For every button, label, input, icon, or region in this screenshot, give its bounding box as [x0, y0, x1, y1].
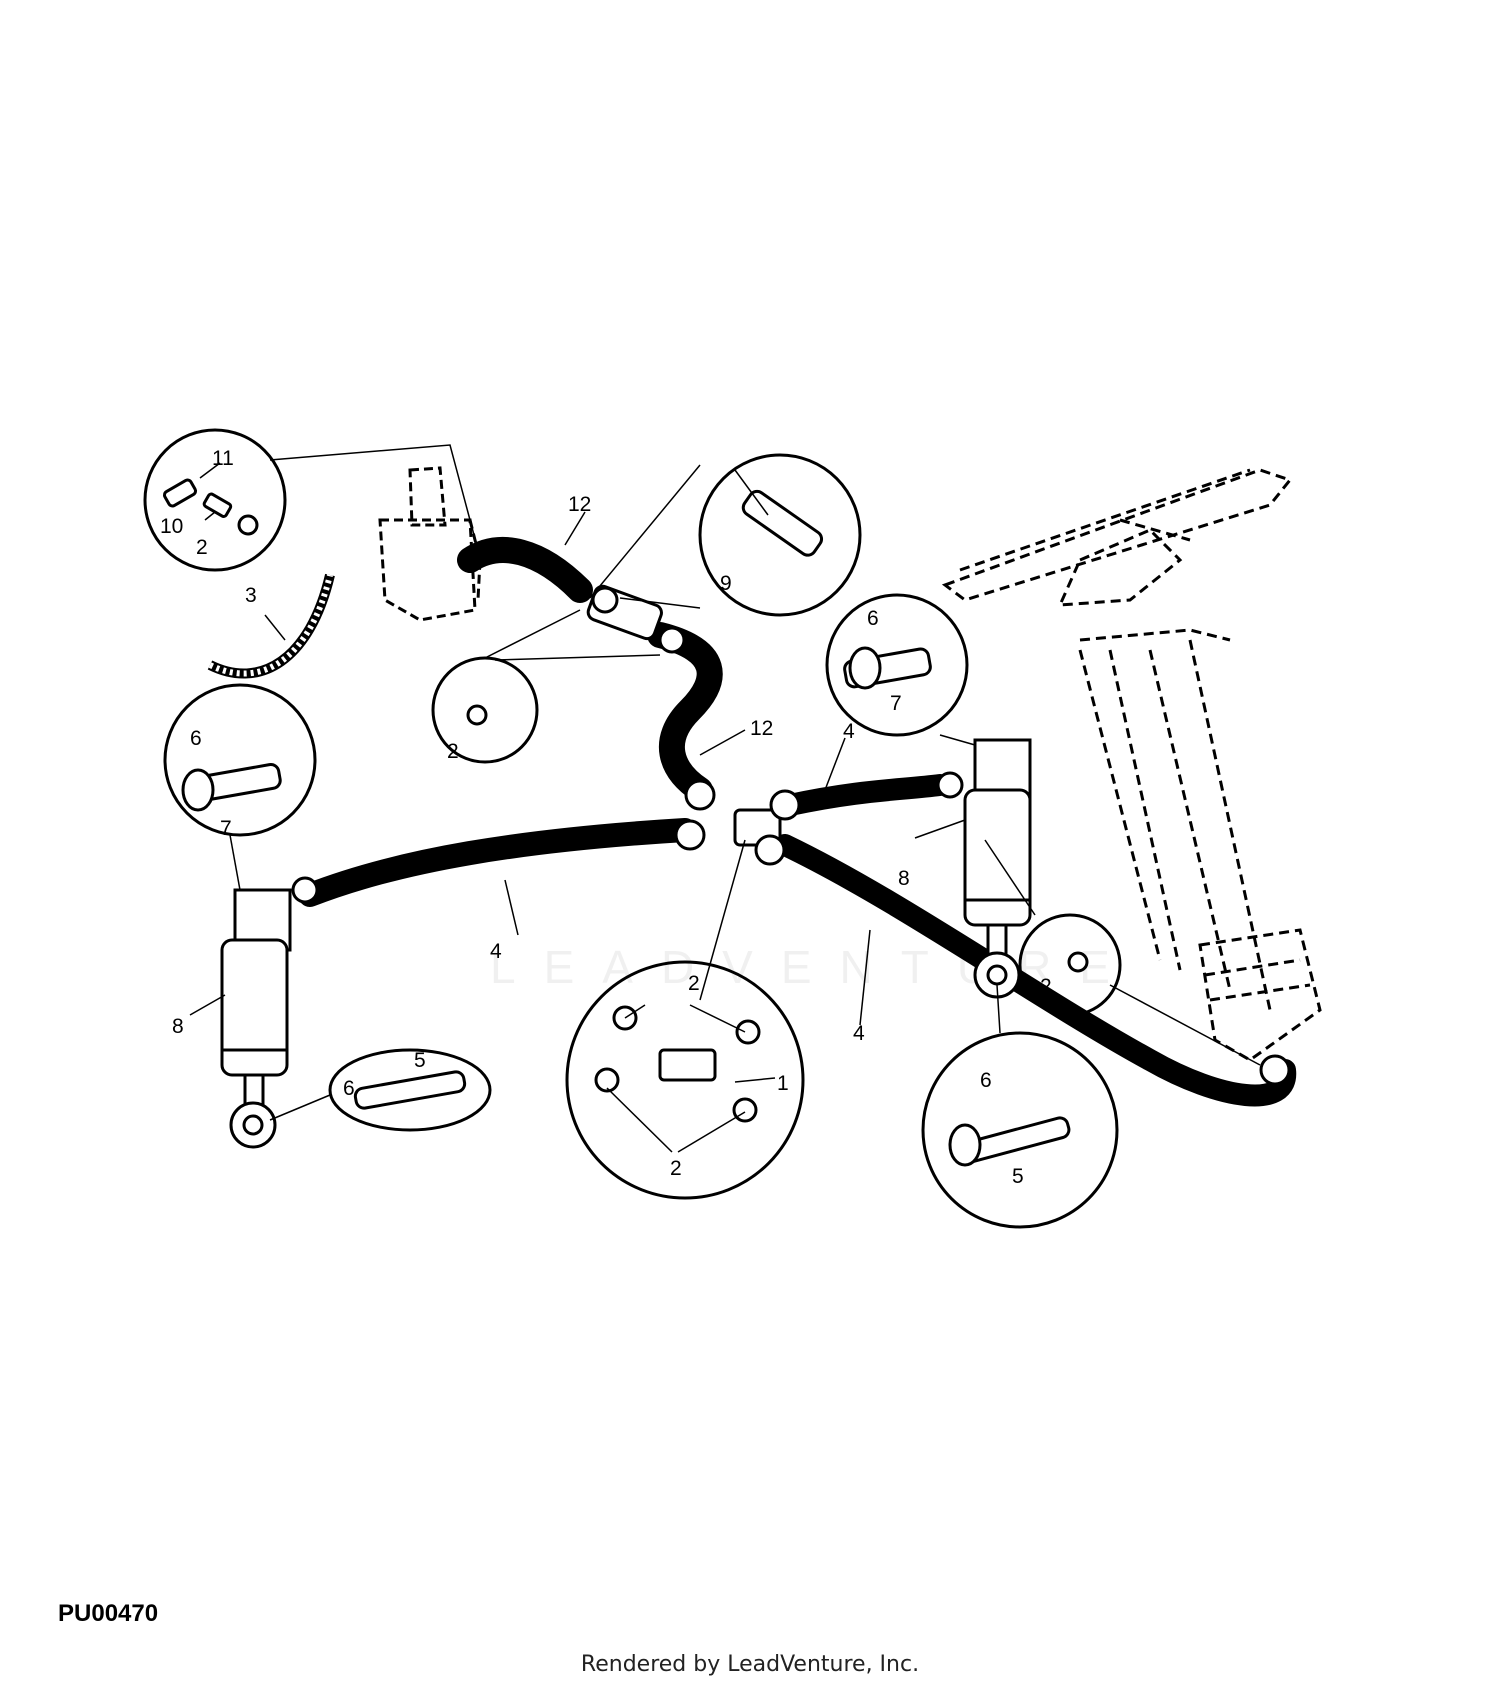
callout-5: 5 — [414, 1049, 426, 1072]
callout-6: 6 — [867, 607, 879, 630]
reservoir-outline — [378, 466, 482, 622]
callout-6: 6 — [343, 1077, 355, 1100]
callout-11: 11 — [212, 447, 234, 470]
steering-wheel-outline — [941, 468, 1322, 1062]
callout-2: 2 — [196, 536, 208, 559]
detail-parts — [162, 478, 1089, 1167]
callout-12: 12 — [750, 717, 773, 740]
render-credit: Rendered by LeadVenture, Inc. — [580, 1652, 920, 1677]
callout-4: 4 — [843, 720, 855, 743]
callout-12: 12 — [568, 493, 591, 516]
callout-7: 7 — [220, 817, 232, 840]
leader-lines — [189, 444, 1261, 1153]
callout-7: 7 — [890, 692, 902, 715]
hoses — [298, 537, 1297, 1107]
detail-circles — [143, 428, 1122, 1229]
callout-2: 2 — [688, 972, 700, 995]
callout-2: 2 — [447, 740, 459, 763]
callout-6: 6 — [190, 727, 202, 750]
callout-4: 4 — [853, 1022, 865, 1045]
callout-5: 5 — [1012, 1165, 1024, 1188]
callout-8: 8 — [172, 1015, 184, 1038]
callout-labels: 11 10 2 3 12 9 2 12 4 6 7 6 7 8 4 2 2 4 … — [160, 447, 1052, 1188]
callout-6: 6 — [980, 1069, 992, 1092]
tee-fitting — [291, 584, 1291, 1086]
callout-1: 1 — [777, 1072, 789, 1095]
callout-9: 9 — [720, 572, 732, 595]
callout-8: 8 — [898, 867, 910, 890]
callout-2: 2 — [670, 1157, 682, 1180]
callout-10: 10 — [160, 515, 183, 538]
figure-id: PU00470 — [58, 1600, 159, 1627]
callout-3: 3 — [245, 584, 257, 607]
strap-part — [207, 573, 335, 679]
left-hydraulic-cylinder — [220, 888, 292, 1149]
callout-2: 2 — [1040, 975, 1052, 998]
callout-4: 4 — [490, 940, 502, 963]
